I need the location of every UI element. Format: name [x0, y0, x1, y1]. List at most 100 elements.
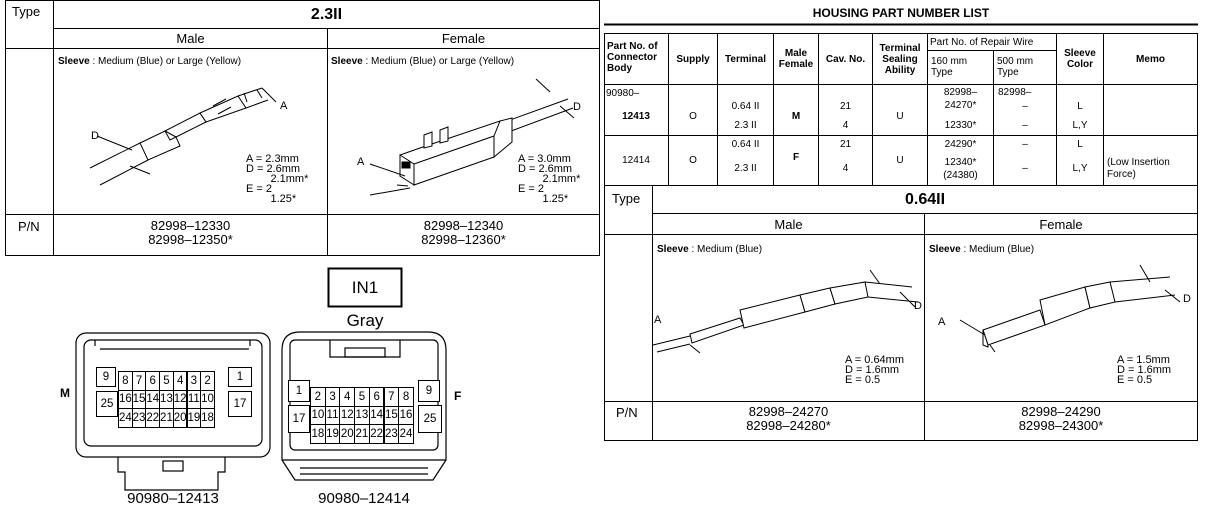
female-pin-cavity: 18	[310, 424, 326, 444]
hdr-supply: Supply	[676, 53, 710, 65]
row1-w500-b: –	[1022, 101, 1028, 112]
female-pin-cavity: 13	[354, 405, 370, 425]
connector-id: IN1	[351, 277, 379, 297]
t1-female-dimensions: A = 3.0mm D = 2.6mm 2.1mm* E = 2 1.25*	[518, 153, 581, 205]
housing-title: HOUSING PART NUMBER LIST	[812, 6, 990, 20]
male-pin-cavity: 14	[145, 389, 161, 409]
t1-pn-label: P/N	[18, 219, 40, 234]
hdr-500mm: 500 mm Type	[997, 56, 1034, 78]
female-pin-cavity: 7	[383, 387, 400, 407]
male-pin-cavity: 20	[172, 408, 188, 428]
row1-w500-a: 82998–	[998, 87, 1032, 98]
row2-terminal-a: 0.64 II	[731, 139, 760, 150]
male-pin-cavity: 17	[228, 391, 252, 417]
female-pin-cavity: 21	[354, 424, 370, 444]
t2-female-sleeve: Sleeve : Medium (Blue)	[929, 244, 1035, 255]
row2-part-no: 12414	[622, 155, 650, 166]
female-pin-cavity: 25	[418, 405, 442, 433]
female-pin-cavity: 24	[398, 424, 414, 444]
row1-supply: O	[689, 111, 697, 122]
t2-type-value: 0.64II	[904, 190, 946, 208]
female-pin-cavity: 23	[383, 424, 400, 444]
row1-part-no-b: 12413	[622, 111, 650, 122]
female-connector-label: F	[454, 389, 462, 403]
male-pin-cavity: 12	[172, 389, 188, 409]
hdr-memo: Memo	[1136, 53, 1165, 65]
row1-sealing: U	[896, 111, 904, 122]
t1-female-header: Female	[441, 31, 486, 46]
t2-type-label: Type	[612, 191, 641, 206]
t2-female-letter-a: A	[938, 316, 946, 328]
row1-terminal-a: 0.64 II	[731, 101, 760, 112]
male-pin-cavity: 23	[131, 408, 147, 428]
row1-cav-b: 4	[842, 120, 849, 131]
row2-sealing: U	[896, 155, 904, 166]
row1-male-female: M	[791, 111, 801, 122]
female-pin-cavity: 9	[418, 380, 440, 402]
male-pin-cavity: 25	[96, 391, 118, 417]
t2-male-letter-d: D	[914, 300, 922, 312]
t1-male-letter-a: A	[280, 100, 288, 112]
row2-memo: (Low Insertion Force)	[1107, 157, 1170, 180]
row2-w500-b: –	[1022, 163, 1028, 174]
row2-w500-a: –	[1022, 139, 1028, 150]
male-pin-cavity: 5	[159, 371, 174, 391]
row1-w160-b: 24270*	[944, 100, 977, 111]
male-pin-cavity: 21	[159, 408, 174, 428]
row1-terminal-b: 2.3 II	[734, 120, 757, 131]
hdr-160mm: 160 mm Type	[931, 56, 968, 78]
female-pin-cavity: 12	[339, 405, 356, 425]
hdr-terminal: Terminal	[725, 53, 766, 65]
female-pin-cavity: 1	[288, 380, 310, 402]
t1-type-value: 2.3II	[310, 5, 343, 23]
row2-w160-c: (24380)	[943, 170, 978, 181]
female-pin-cavity: 2	[310, 387, 326, 407]
t1-female-letter-d: D	[573, 101, 581, 113]
t1-male-header: Male	[176, 31, 205, 46]
female-pin-cavity: 4	[339, 387, 356, 407]
t1-female-letter-a: A	[357, 156, 365, 168]
t1-male-letter-d: D	[91, 130, 99, 142]
female-064-terminal-drawing	[959, 264, 1181, 353]
row1-w160-a: 82998–	[943, 87, 978, 98]
female-pin-cavity: 16	[398, 405, 414, 425]
male-connector-label: M	[60, 386, 70, 400]
female-pin-cavity: 19	[324, 424, 341, 444]
male-pin-cavity: 24	[118, 408, 133, 428]
male-pin-cavity: 6	[145, 371, 161, 391]
male-pin-cavity: 11	[186, 389, 202, 409]
male-pin-cavity: 2	[200, 371, 215, 391]
row1-cav-a: 21	[839, 101, 852, 112]
male-pin-cavity: 8	[118, 371, 133, 391]
row2-supply: O	[689, 155, 697, 166]
row2-sleeve-a: L	[1077, 139, 1083, 150]
female-23-terminal-drawing	[369, 78, 575, 196]
t2-male-letter-a: A	[654, 314, 662, 326]
row2-cav-a: 21	[839, 139, 852, 150]
t1-male-dimensions: A = 2.3mm D = 2.6mm 2.1mm* E = 2 1.25*	[246, 153, 309, 205]
row1-w500-c: –	[1022, 120, 1028, 131]
hdr-cav-no: Cav. No.	[825, 53, 866, 65]
row2-cav-b: 4	[842, 163, 849, 174]
male-pin-cavity: 4	[172, 371, 188, 391]
t2-male-header: Male	[774, 216, 803, 232]
female-pin-cavity: 20	[339, 424, 356, 444]
female-pin-cavity: 15	[383, 405, 400, 425]
female-pin-cavity: 10	[310, 405, 326, 425]
hdr-part-no: Part No. of Connector Body	[607, 41, 658, 74]
male-pin-cavity: 9	[96, 367, 116, 387]
male-pin-cavity: 19	[186, 408, 202, 428]
male-pin-cavity: 7	[131, 371, 147, 391]
male-connector-part: 90980–12413	[127, 489, 219, 507]
female-pin-cavity: 3	[324, 387, 341, 407]
male-064-terminal-drawing	[652, 269, 919, 354]
row2-terminal-b: 2.3 II	[734, 163, 757, 174]
female-pin-cavity: 14	[368, 405, 385, 425]
male-pin-cavity: 13	[159, 389, 174, 409]
female-pin-cavity: 6	[368, 387, 385, 407]
t2-female-dimensions: A = 1.5mm D = 1.6mm E = 0.5	[1117, 354, 1172, 386]
